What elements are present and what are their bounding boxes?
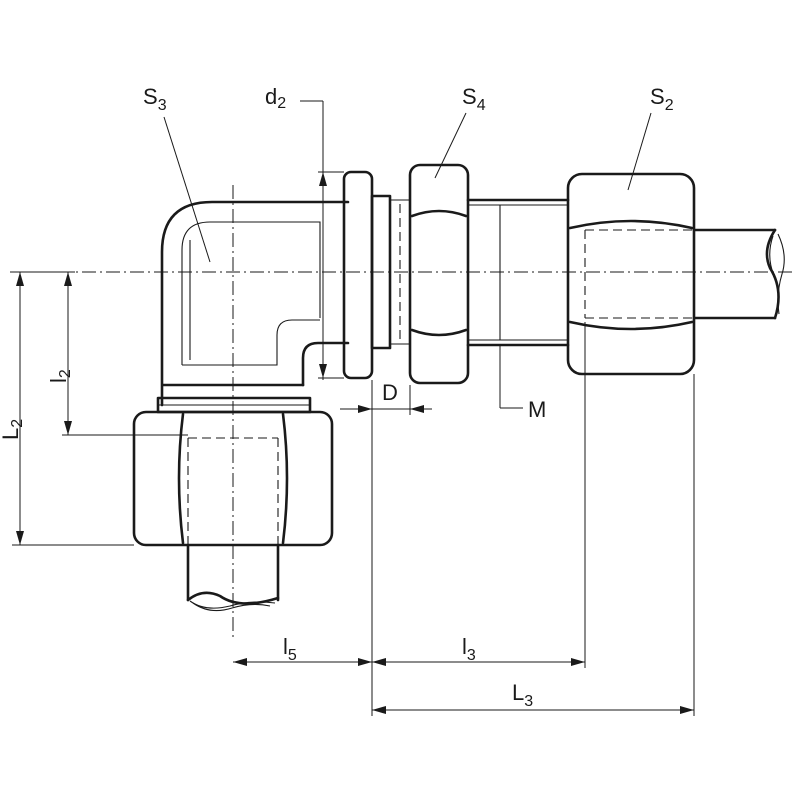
label-l3-upper: L3 (512, 680, 533, 710)
svg-text:l3: l3 (462, 634, 476, 664)
right-tube (692, 228, 785, 320)
leader-lines (163, 100, 652, 409)
label-d: D (382, 380, 398, 405)
svg-text:L2: L2 (0, 419, 26, 440)
bulkhead-flange (342, 170, 410, 380)
centerlines (10, 185, 795, 640)
elbow-body (156, 200, 350, 414)
threaded-body (466, 198, 570, 347)
svg-text:d2: d2 (265, 84, 286, 112)
svg-text:L3: L3 (512, 680, 533, 710)
lower-hex-nut (132, 410, 334, 548)
d2-dimension (318, 101, 344, 380)
vertical-dimensions (12, 271, 188, 546)
locknut-s4 (408, 163, 470, 385)
label-s3: S3 (143, 84, 167, 114)
lower-tube (186, 543, 280, 612)
label-s4: S4 (462, 84, 486, 114)
svg-text:l5: l5 (283, 634, 297, 664)
label-l2-upper: L2 (0, 419, 26, 440)
svg-text:S4: S4 (462, 84, 486, 114)
label-d2: d2 (265, 84, 286, 112)
label-l3-lower: l3 (462, 634, 476, 664)
svg-text:S2: S2 (650, 84, 674, 114)
label-m: M (528, 397, 546, 422)
svg-text:S3: S3 (143, 84, 167, 114)
label-l5: l5 (283, 634, 297, 664)
horizontal-dimensions (233, 322, 695, 716)
label-l2-lower: l2 (46, 369, 74, 383)
svg-text:l2: l2 (46, 369, 74, 383)
label-s2: S2 (650, 84, 674, 114)
union-nut-s2 (566, 172, 696, 376)
